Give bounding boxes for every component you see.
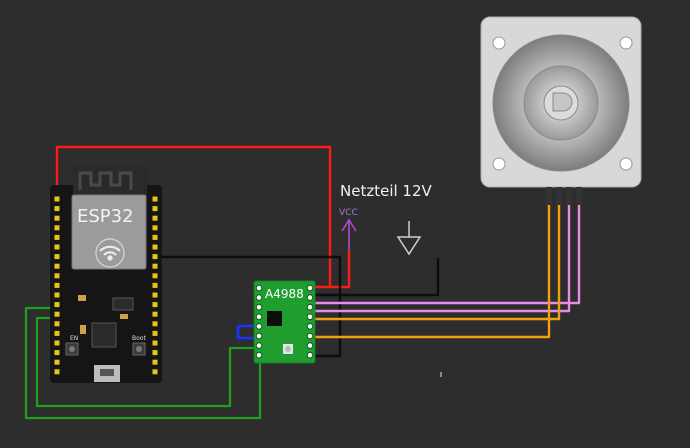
- wire-red-vcc[interactable]: [55, 145, 332, 289]
- wire-orange-1b[interactable]: [313, 205, 551, 339]
- esp32-pin[interactable]: [54, 244, 60, 250]
- esp32-pin[interactable]: [54, 273, 60, 279]
- vcc-symbol[interactable]: VCC: [339, 208, 358, 250]
- esp32-pin[interactable]: [152, 206, 158, 212]
- esp32-pin[interactable]: [152, 282, 158, 288]
- esp32-pin[interactable]: [54, 234, 60, 240]
- a4988-pin[interactable]: [255, 351, 263, 359]
- esp32-label: ESP32: [77, 206, 134, 227]
- esp32-pin[interactable]: [54, 369, 60, 375]
- wire-pink-2b[interactable]: [313, 205, 581, 305]
- esp32-pin[interactable]: [152, 340, 158, 346]
- wire-orange-1a[interactable]: [313, 205, 561, 321]
- esp32-pin[interactable]: [54, 359, 60, 365]
- en-label: EN: [70, 335, 78, 342]
- esp32-pin[interactable]: [54, 330, 60, 336]
- esp32-pin[interactable]: [54, 225, 60, 231]
- esp32-pin[interactable]: [54, 321, 60, 327]
- wire-black-gnd-psu[interactable]: [313, 258, 440, 297]
- a4988-pin[interactable]: [255, 332, 263, 340]
- esp32-pin[interactable]: [152, 225, 158, 231]
- a4988-pin[interactable]: [306, 313, 314, 321]
- esp32-pin[interactable]: [152, 359, 158, 365]
- a4988-pin[interactable]: [306, 323, 314, 330]
- esp32-pin[interactable]: [54, 292, 60, 298]
- esp32-pin[interactable]: [54, 215, 60, 221]
- esp32-pin[interactable]: [152, 292, 158, 298]
- wire-red-vcc-tap[interactable]: [330, 250, 351, 289]
- a4988-pin[interactable]: [306, 303, 314, 311]
- vcc-label: VCC: [339, 208, 358, 218]
- ground-symbol[interactable]: [396, 221, 422, 256]
- a4988-pin[interactable]: [255, 294, 263, 301]
- esp32-pin[interactable]: [152, 273, 158, 279]
- esp32-pin[interactable]: [54, 282, 60, 288]
- esp32-pin[interactable]: [54, 311, 60, 317]
- esp32-pin[interactable]: [152, 311, 158, 317]
- esp32-pin[interactable]: [54, 254, 60, 260]
- esp32-pin[interactable]: [54, 263, 60, 269]
- wire-black-gnd[interactable]: [158, 255, 342, 358]
- a4988-pin[interactable]: [255, 313, 263, 321]
- power-supply-label: Netzteil 12V: [340, 182, 433, 200]
- esp32-pin[interactable]: [152, 263, 158, 269]
- esp32-pin[interactable]: [152, 321, 158, 327]
- a4988-label: A4988: [265, 287, 304, 301]
- stepper-motor-icon[interactable]: [480, 16, 642, 205]
- esp32-pin[interactable]: [152, 302, 158, 308]
- esp32-pin[interactable]: [152, 215, 158, 221]
- wire-green-dir[interactable]: [35, 316, 260, 408]
- a4988-pin[interactable]: [306, 342, 314, 349]
- esp32-board[interactable]: ESP32 EN Boot: [50, 166, 162, 383]
- boot-label: Boot: [132, 335, 146, 342]
- a4988-pin[interactable]: [306, 294, 314, 301]
- esp32-pin[interactable]: [54, 350, 60, 356]
- a4988-pin[interactable]: [255, 323, 263, 330]
- esp32-pin[interactable]: [54, 196, 60, 202]
- esp32-pin[interactable]: [152, 330, 158, 336]
- esp32-pin[interactable]: [152, 350, 158, 356]
- esp32-pin[interactable]: [152, 254, 158, 260]
- wire-green-step[interactable]: [24, 306, 262, 420]
- esp32-pin[interactable]: [152, 369, 158, 375]
- esp32-pin[interactable]: [152, 234, 158, 240]
- a4988-pin[interactable]: [255, 303, 263, 311]
- wifi-logo-icon: [95, 238, 125, 268]
- a4988-driver[interactable]: A4988: [253, 280, 316, 364]
- a4988-pin[interactable]: [306, 351, 314, 359]
- a4988-pin[interactable]: [255, 284, 263, 292]
- wire-pink-2a[interactable]: [313, 205, 571, 313]
- esp32-pin[interactable]: [54, 206, 60, 212]
- a4988-pin[interactable]: [306, 332, 314, 340]
- esp32-pin[interactable]: [54, 302, 60, 308]
- a4988-pin[interactable]: [255, 342, 263, 349]
- esp32-pin[interactable]: [152, 196, 158, 202]
- wire-blue-jumper[interactable]: [236, 324, 259, 340]
- a4988-pin[interactable]: [306, 284, 314, 292]
- esp32-pin[interactable]: [152, 244, 158, 250]
- esp32-pin[interactable]: [54, 340, 60, 346]
